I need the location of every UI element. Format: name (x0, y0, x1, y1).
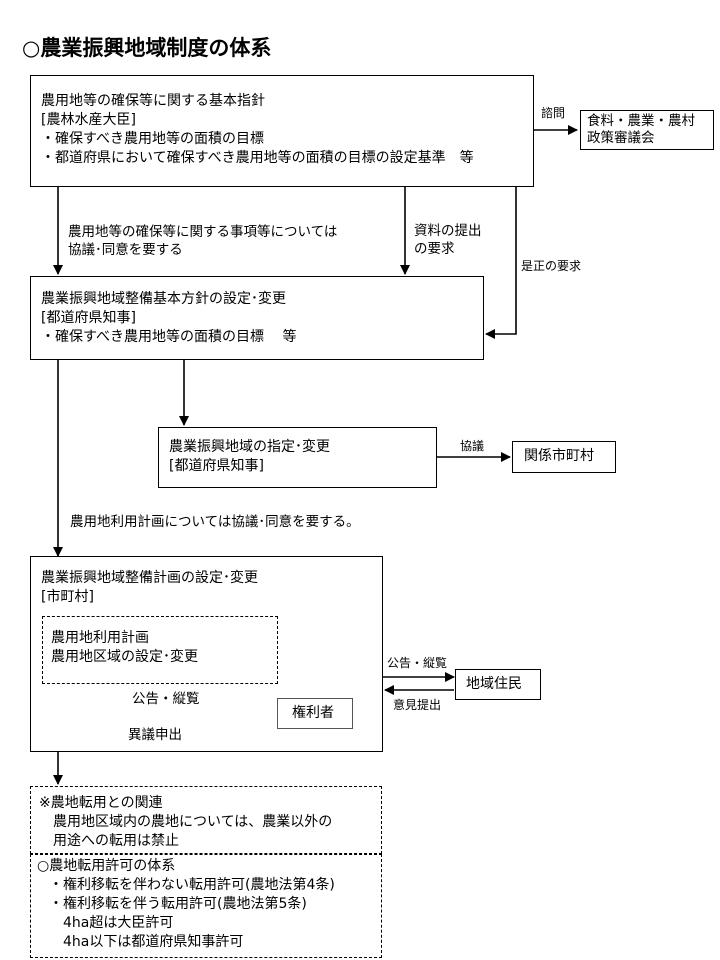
notice-rights-label: 公告・縦覧 (132, 691, 200, 707)
correction-request-arrow (485, 187, 517, 339)
land-use-plan-subtitle: 農用地区域の設定･変更 (51, 649, 198, 665)
designation-authority: [都道府県知事] (169, 458, 264, 474)
designation-box: 農業振興地域の指定･変更 [都道府県知事] (158, 427, 437, 488)
municipalities-consult-label: 協議 (460, 439, 485, 453)
consultation-agreement-label-2: 協議･同意を要する (68, 242, 183, 258)
prefecture-policy-title: 農業振興地域整備基本方針の設定･変更 (41, 291, 286, 307)
submit-request-label-2: の要求 (414, 241, 455, 257)
conversion-permit-item-1: ・権利移転を伴わない転用許可(農地法第4条) (49, 877, 335, 893)
conversion-relation-heading: ※農地転用との関連 (39, 795, 163, 811)
submit-request-label-1: 資料の提出 (414, 223, 482, 239)
rights-holder-label: 権利者 (292, 705, 334, 721)
conversion-permit-item-4: 4ha以下は都道府県知事許可 (49, 934, 244, 950)
prefecture-policy-item: ・確保すべき農用地等の面積の目標 等 (41, 329, 297, 345)
prefecture-policy-authority: [都道府県知事] (41, 310, 136, 326)
municipal-plan-authority: [市町村] (41, 589, 94, 605)
basic-guideline-authority: [農林水産大臣] (41, 112, 136, 128)
consultation-agreement-label-1: 農用地等の確保等に関する事項等については (68, 224, 338, 240)
objection-label: 異議申出 (128, 727, 182, 743)
residents-label: 地域住民 (466, 676, 522, 692)
basic-guideline-item-2: ・都道府県において確保すべき農用地等の面積の目標の設定基準 等 (41, 150, 474, 166)
land-use-plan-box: 農用地利用計画 農用地区域の設定･変更 (42, 616, 278, 684)
municipal-plan-title: 農業振興地域整備計画の設定･変更 (41, 570, 258, 586)
correction-request-label: 是正の要求 (521, 259, 582, 273)
opinion-submission-label: 意見提出 (393, 698, 442, 712)
conversion-relation-text-1: 農用地区域内の農地については、農業以外の (39, 814, 333, 830)
land-use-plan-title: 農用地利用計画 (51, 630, 149, 646)
basic-guideline-box: 農用地等の確保等に関する基本指針 [農林水産大臣] ・確保すべき農用地等の面積の… (30, 75, 534, 187)
notice-residents-label: 公告・縦覧 (387, 656, 448, 670)
consult-label: 諮問 (541, 106, 566, 120)
basic-guideline-title: 農用地等の確保等に関する基本指針 (41, 93, 265, 109)
conversion-permit-box: ○農地転用許可の体系 ・権利移転を伴わない転用許可(農地法第4条) ・権利移転を… (30, 854, 382, 958)
conversion-relation-text-2: 用途への転用は禁止 (39, 833, 179, 849)
basic-guideline-item-1: ・確保すべき農用地等の面積の目標 (41, 131, 265, 147)
council-name-line-1: 食料・農業・農村 (587, 113, 695, 129)
rights-holder-box: 権利者 (277, 698, 353, 729)
land-use-plan-agreement-label: 農用地利用計画については協議･同意を要する。 (70, 514, 360, 530)
prefecture-policy-box: 農業振興地域整備基本方針の設定･変更 [都道府県知事] ・確保すべき農用地等の面… (30, 276, 484, 360)
page-title: ○農業振興地域制度の体系 (22, 36, 272, 60)
municipalities-label: 関係市町村 (524, 448, 594, 464)
conversion-permit-heading: ○農地転用許可の体系 (37, 858, 176, 874)
conversion-permit-item-3: 4ha超は大臣許可 (49, 915, 174, 931)
residents-box: 地域住民 (455, 669, 541, 700)
municipalities-box: 関係市町村 (512, 441, 616, 473)
council-box: 食料・農業・農村 政策審議会 (580, 110, 714, 150)
designation-title: 農業振興地域の指定･変更 (169, 439, 330, 455)
council-name-line-2: 政策審議会 (587, 130, 655, 146)
conversion-relation-box: ※農地転用との関連 農用地区域内の農地については、農業以外の 用途への転用は禁止 (30, 786, 382, 854)
conversion-permit-item-2: ・権利移転を伴う転用許可(農地法第5条) (49, 896, 307, 912)
